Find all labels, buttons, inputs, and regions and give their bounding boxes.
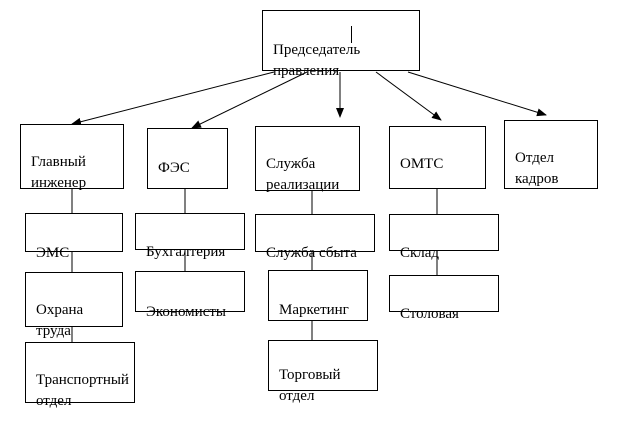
- accounting-label: Бухгалтерия: [146, 244, 226, 260]
- fes-box: ФЭС: [147, 128, 228, 189]
- transport-dept-label: Транспортный отдел: [36, 372, 129, 409]
- labor-safety-box: Охрана труда: [25, 272, 123, 339]
- ems-box: ЭМС: [25, 213, 123, 261]
- hr-dept-label: Отдел кадров: [515, 150, 559, 187]
- trade-dept-label: Торговый отдел: [279, 367, 341, 404]
- chief-engineer-label: Главный инженер: [31, 154, 87, 191]
- distribution-label: Служба сбыта: [266, 245, 357, 261]
- text-cursor: [351, 26, 352, 43]
- canteen-box: Столовая: [389, 275, 499, 322]
- marketing-label: Маркетинг: [279, 302, 349, 318]
- sales-service-box: Служба реализации: [255, 126, 360, 193]
- canteen-label: Столовая: [400, 306, 459, 322]
- arrow-to-fes: [191, 71, 308, 129]
- sales-service-label: Служба реализации: [266, 156, 340, 193]
- hr-dept-box: Отдел кадров: [504, 120, 598, 189]
- root-box: Председатель правления: [262, 10, 420, 79]
- economists-label: Экономисты: [146, 304, 226, 320]
- warehouse-box: Склад: [389, 214, 499, 261]
- omts-label: ОМТС: [400, 156, 444, 172]
- arrow-to-omts: [375, 71, 442, 121]
- labor-safety-label: Охрана труда: [36, 302, 84, 339]
- distribution-box: Служба сбыта: [255, 214, 375, 261]
- connectors-layer: [71, 71, 547, 342]
- arrow-to-hr: [407, 71, 547, 117]
- org-chart: Председатель правления Главный инженер Э…: [20, 10, 598, 409]
- ems-label: ЭМС: [36, 245, 70, 261]
- warehouse-label: Склад: [400, 245, 440, 261]
- fes-label: ФЭС: [158, 160, 190, 176]
- marketing-box: Маркетинг: [268, 270, 368, 321]
- accounting-box: Бухгалтерия: [135, 213, 245, 260]
- transport-dept-box: Транспортный отдел: [25, 342, 135, 409]
- omts-box: ОМТС: [389, 126, 486, 189]
- root-label: Председатель правления: [273, 42, 361, 79]
- economists-box: Экономисты: [135, 271, 245, 320]
- arrow-to-chief-engineer: [71, 71, 275, 126]
- chief-engineer-box: Главный инженер: [20, 124, 124, 191]
- trade-dept-box: Торговый отдел: [268, 340, 378, 404]
